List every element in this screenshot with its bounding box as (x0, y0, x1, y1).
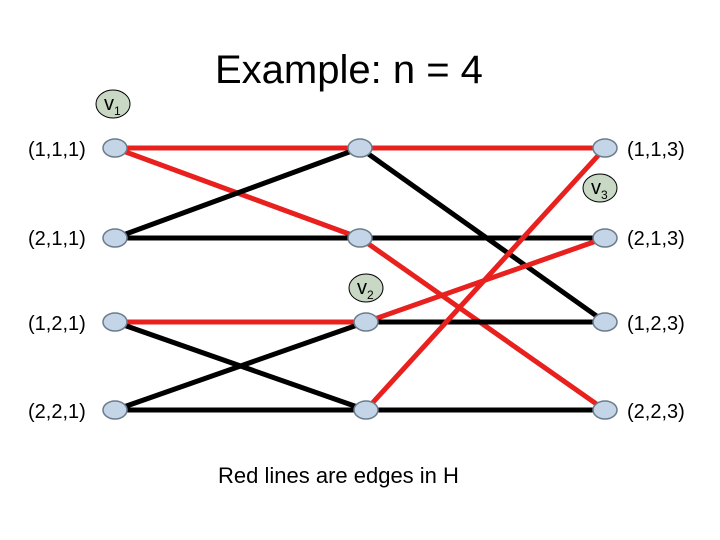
edge-m1-r3 (358, 145, 607, 325)
node-label-r4: (2,2,3) (627, 401, 685, 423)
node-m2 (347, 228, 373, 248)
vertex-tag-letter: v (104, 93, 114, 115)
slide-title: Example: n = 4 (215, 48, 483, 92)
vertex-tag-sub: 2 (367, 288, 374, 302)
vertex-tag-letter: v (591, 177, 601, 199)
node-r1 (592, 138, 618, 158)
node-r4 (592, 400, 618, 420)
edges-layer (114, 145, 607, 413)
node-label-r2: (2,1,3) (627, 228, 685, 250)
node-l3 (102, 312, 128, 332)
node-label-r3: (1,2,3) (627, 313, 685, 335)
vertex-tag-v2: v2 (348, 273, 384, 303)
nodes-layer (102, 138, 618, 420)
vertex-tag-shape (582, 173, 618, 203)
vertex-tag-v3: v3 (582, 173, 618, 203)
node-label-l3: (1,2,1) (28, 313, 86, 335)
node-r2 (592, 228, 618, 248)
node-m3 (353, 312, 379, 332)
vertex-tag-shape (348, 273, 384, 303)
vertex-tag-letter: v (357, 277, 367, 299)
vertex-tag-sub: 1 (114, 104, 121, 118)
vertex-tag-sub: 3 (601, 188, 608, 202)
node-l1 (102, 138, 128, 158)
node-m1 (347, 138, 373, 158)
node-l4 (102, 400, 128, 420)
edge-m4-r1 (364, 146, 607, 412)
vertex-tag-shape (95, 89, 131, 119)
edge-l2-m1 (114, 145, 361, 241)
node-label-l2: (2,1,1) (28, 228, 86, 250)
svg-text:v3: v3 (591, 177, 608, 202)
node-r3 (592, 312, 618, 332)
node-m4 (353, 400, 379, 420)
vertex-tag-v1: v1 (95, 89, 131, 119)
node-label-l4: (2,2,1) (28, 401, 86, 423)
edge-l4-m3 (114, 319, 367, 413)
svg-text:v2: v2 (357, 277, 374, 302)
svg-text:v1: v1 (104, 93, 121, 118)
node-label-r1: (1,1,3) (627, 139, 685, 161)
caption: Red lines are edges in H (218, 463, 459, 488)
node-label-l1: (1,1,1) (28, 139, 86, 161)
node-l2 (102, 228, 128, 248)
